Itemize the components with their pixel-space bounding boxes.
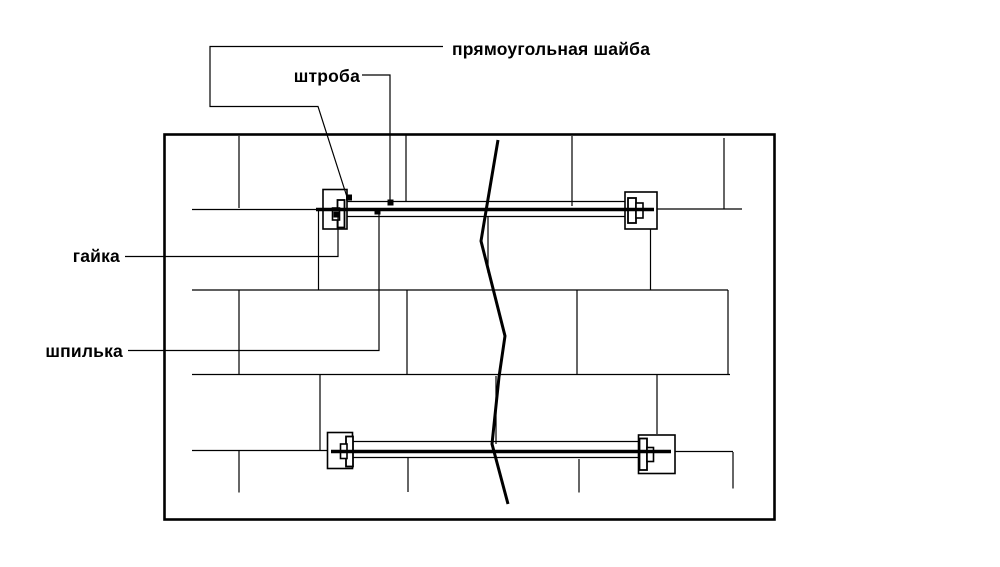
label-stud: шпилька (45, 341, 123, 361)
leader-line (362, 74, 391, 202)
leader-end-marker (374, 208, 381, 215)
crack-line (479, 139, 510, 505)
label-rectangular-washer: прямоугольная шайба (452, 39, 650, 59)
leader-line (209, 45, 443, 198)
label-nut: гайка (73, 246, 120, 266)
wall-drawing (125, 45, 776, 521)
leader-end-marker (346, 194, 352, 201)
leader-line (128, 214, 380, 352)
leader-end-marker (333, 211, 340, 218)
rectangular-washer-plate (638, 437, 648, 471)
wall-outline (163, 133, 776, 521)
nut-rect (646, 446, 655, 463)
label-chase: штроба (294, 66, 360, 86)
leader-end-marker (387, 199, 394, 206)
leader-line (125, 217, 339, 258)
